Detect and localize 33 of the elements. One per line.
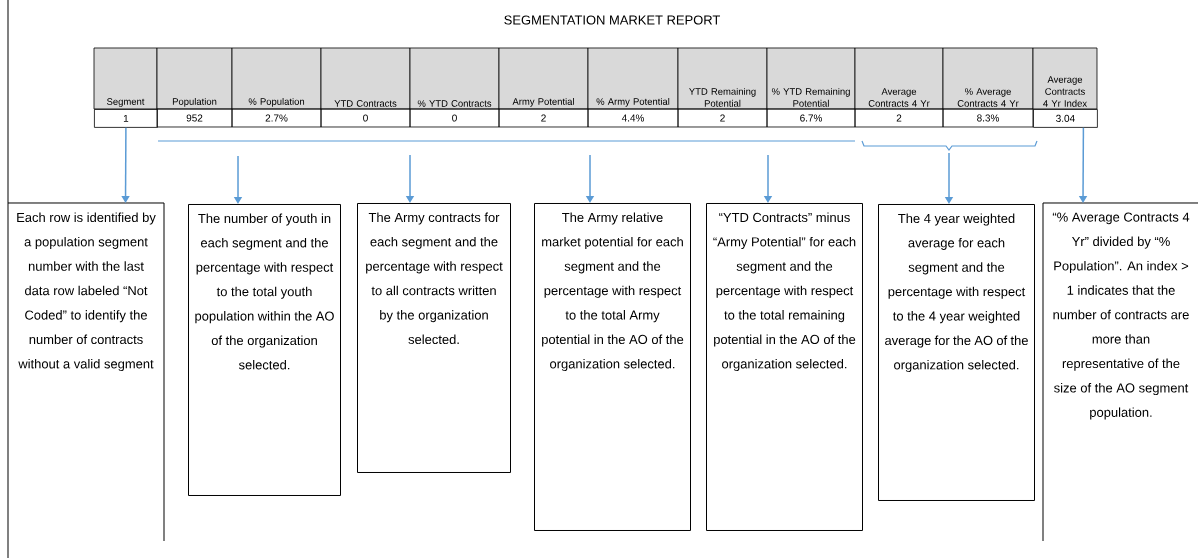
header-cell: Population bbox=[156, 47, 233, 110]
table-cell: 8.3% bbox=[942, 108, 1034, 128]
header-cell: Average Contracts 4 Yr Index bbox=[1032, 47, 1098, 110]
header-cell: % YTD Contracts bbox=[409, 47, 500, 110]
table-cell: 2 bbox=[677, 108, 768, 128]
header-cell: % Army Potential bbox=[587, 47, 679, 110]
table-cell: 0 bbox=[320, 108, 411, 128]
text-box: The 4 year weighted average for each segment and the percentage with respect to the 4 year weighted average for the AO of the organization selected. bbox=[878, 204, 1035, 501]
table-cell: 952 bbox=[156, 108, 233, 128]
table-cell: 6.7% bbox=[766, 108, 856, 128]
text-box: The Army contracts for each segment and the percentage with respect to all contracts written by the organization selected. bbox=[357, 203, 511, 473]
text-box: Each row is identified by a population segment number with the last data row labeled “Not Coded” to identify the number of contracts without a valid segment bbox=[7, 202, 165, 542]
text-box: “% Average Contracts 4 Yr” divided by “% Population”. An index > 1 indicates that the number of contracts are more than representative of the size of the AO segment population. bbox=[1042, 202, 1198, 542]
table-cell: 1 bbox=[94, 109, 158, 128]
table-cell: 4.4% bbox=[587, 108, 679, 128]
table-cell: 2 bbox=[498, 108, 589, 128]
text-box: “YTD Contracts” minus “Army Potential” for each segment and the percentage with respect to the total remaining potential in the AO of the organization selected. bbox=[706, 203, 863, 531]
table-cell: 0 bbox=[409, 108, 500, 128]
header-cell: YTD Contracts bbox=[320, 47, 411, 110]
header-cell: % YTD Remaining Potential bbox=[766, 47, 856, 110]
table-cell: 2 bbox=[854, 108, 944, 128]
table-cell: 3.04 bbox=[1033, 109, 1098, 128]
arrow bbox=[121, 127, 130, 203]
header-cell: YTD Remaining Potential bbox=[677, 47, 768, 110]
text-box: The Army relative market potential for each segment and the percentage with respect to the total Army potential in the AO of the organization selected. bbox=[534, 203, 691, 531]
header-cell: Army Potential bbox=[498, 47, 589, 110]
header-cell: Average Contracts 4 Yr bbox=[854, 47, 944, 110]
table-cell: 2.7% bbox=[231, 108, 322, 128]
header-cell: % Population bbox=[231, 47, 322, 110]
text-box: The number of youth in each segment and the percentage with respect to the total youth population within the AO of the organization selected. bbox=[188, 204, 341, 496]
header-cell: Segment bbox=[93, 47, 158, 110]
title: SEGMENTATION MARKET REPORT bbox=[504, 15, 720, 25]
header-cell: % Average Contracts 4 Yr bbox=[942, 47, 1034, 110]
